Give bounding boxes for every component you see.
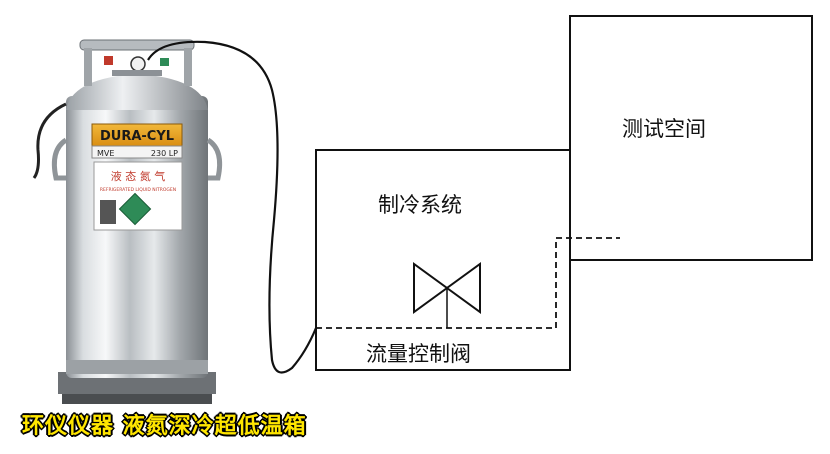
hazard-diamond-icon [118,192,152,226]
cylinder-handle-post-left [84,48,92,86]
model-label-text: MVE [97,149,114,158]
pressure-gauge-icon [130,56,146,72]
test-space-label: 测试空间 [622,117,706,141]
flow-control-valve-label: 流量控制阀 [366,342,471,366]
brand-label-text: DURA-CYL [100,129,174,144]
test-space-box [569,15,813,261]
refrigeration-system-label: 制冷系统 [378,193,462,217]
cylinder-handle-post-right [184,48,192,86]
valve-red-icon [104,56,113,65]
side-handle-right [206,137,223,181]
cylinder-shoulder [66,74,208,110]
valve-green-icon [160,58,169,66]
transfer-hose [147,40,318,374]
side-handle-left [51,137,68,181]
barcode-icon [100,200,116,224]
caption-text: 环仪仪器 液氮深冷超低温箱 [22,414,307,439]
capacity-label-text: 230 LP [151,149,178,158]
refrigeration-system-box [315,149,571,371]
cylinder-footer-band [66,360,208,374]
cylinder-handle-ring [79,39,195,51]
caption-banner: 环仪仪器 液氮深冷超低温箱 [22,408,307,440]
flow-control-valve-icon [413,262,481,328]
valve-pipe [112,70,162,76]
hazard-label-cn: 液 态 氮 气 [111,169,166,183]
nitrogen-flow-line [316,237,620,329]
hose-left [32,102,67,179]
hazard-label-sub: REFRIGERATED LIQUID NITROGEN [100,187,176,193]
cylinder-base [62,392,212,404]
model-label-plate [91,145,183,159]
nitrogen-cylinder: DURA-CYL MVE 230 LP 液 态 氮 气 REFRIGERATED… [32,39,223,404]
